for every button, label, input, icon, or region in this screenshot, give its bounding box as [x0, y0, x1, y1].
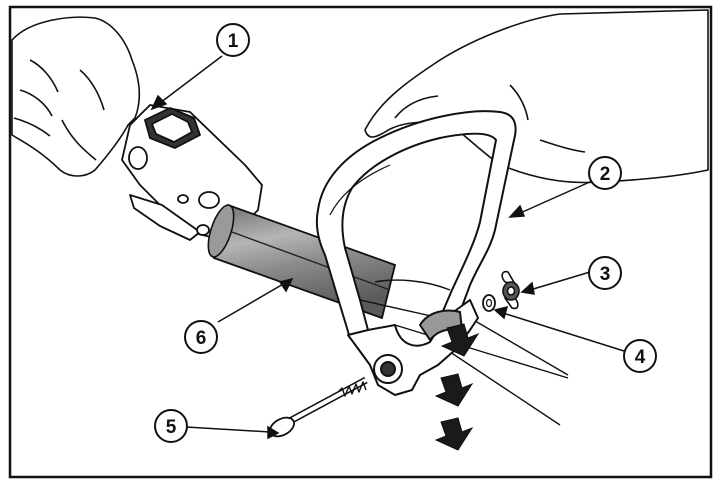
down-arrow-icon: [440, 323, 480, 357]
leader-lines: [150, 55, 625, 440]
down-arrow-icon: [434, 373, 474, 407]
left-hand-illustration: [11, 16, 141, 177]
callout-3: 3: [588, 256, 622, 290]
callout-5-label: 5: [166, 417, 177, 438]
callout-4: 4: [623, 339, 657, 373]
carriage-bolt: [269, 376, 368, 438]
d-handle: [315, 110, 517, 339]
callout-1: 1: [216, 23, 250, 57]
downward-arrows: [434, 323, 480, 451]
callout-1-label: 1: [228, 31, 239, 52]
washer: [482, 294, 496, 312]
wing-nut: [501, 270, 520, 310]
callout-3-label: 3: [600, 264, 611, 285]
right-hand-illustration: [364, 9, 709, 184]
callout-6-label: 6: [196, 328, 207, 349]
callout-6: 6: [184, 320, 218, 354]
callout-4-label: 4: [635, 347, 646, 368]
alignment-lines: [394, 317, 569, 426]
callout-2-label: 2: [600, 164, 611, 185]
callout-5: 5: [154, 409, 188, 443]
callout-2: 2: [588, 156, 622, 190]
down-arrow-icon: [434, 417, 474, 451]
handle-clamp: [347, 299, 479, 396]
